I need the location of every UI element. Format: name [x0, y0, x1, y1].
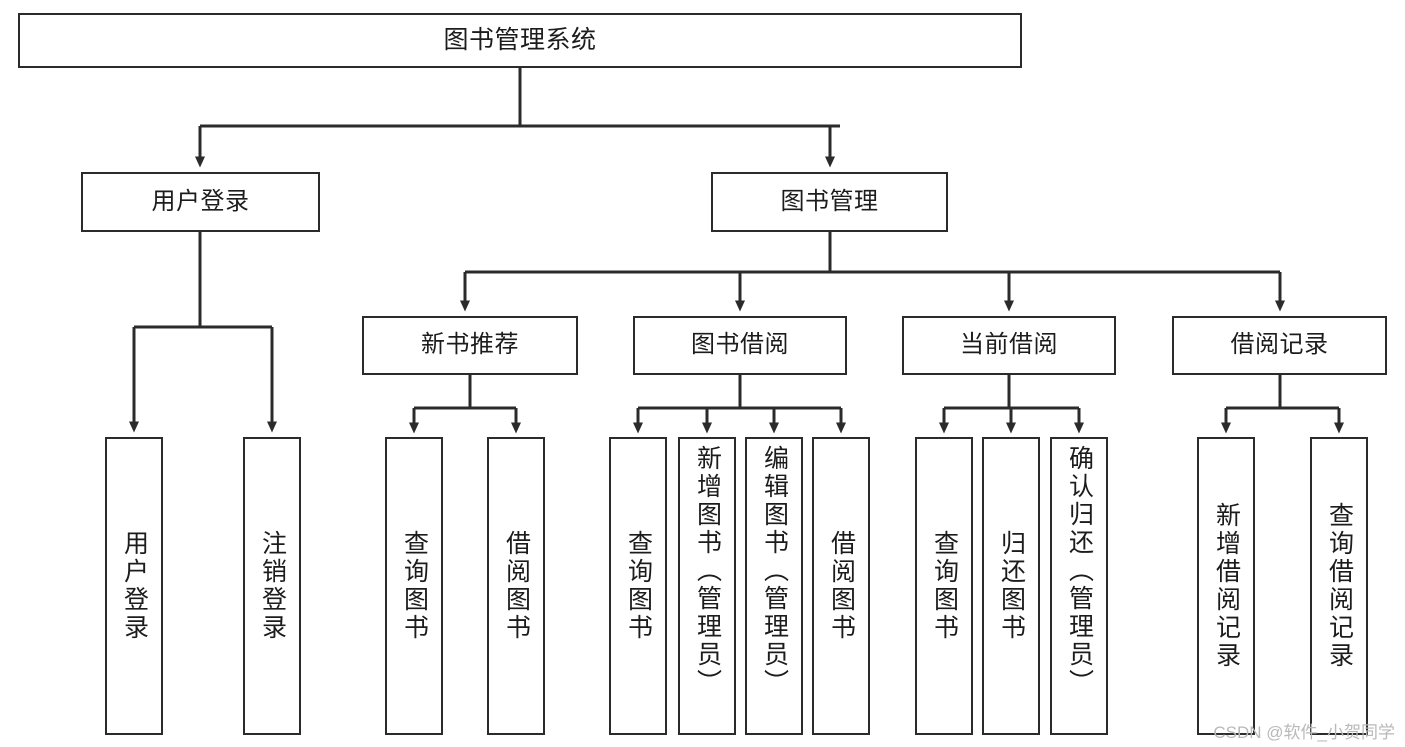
node-new-book-recommendation[interactable]: 新书推荐 [362, 316, 578, 375]
leaf-add-book-admin[interactable]: 新增图书（管理员） [678, 437, 736, 735]
node-label: 图书管理系统 [443, 25, 597, 54]
leaf-edit-book-admin[interactable]: 编辑图书（管理员） [745, 437, 803, 735]
node-label: 用户登录 [151, 187, 250, 215]
node-label: 查询图书 [930, 530, 959, 642]
node-book-borrowing[interactable]: 图书借阅 [633, 316, 847, 375]
node-label: 查询图书 [400, 530, 429, 642]
node-label: 新增图书（管理员） [693, 445, 722, 697]
leaf-query-borrowing-record[interactable]: 查询借阅记录 [1310, 437, 1368, 735]
leaf-user-login[interactable]: 用户登录 [105, 437, 163, 735]
node-label: 图书管理 [780, 187, 879, 215]
node-book-management-system[interactable]: 图书管理系统 [18, 13, 1022, 68]
node-label: 确认归还（管理员） [1065, 445, 1094, 697]
node-label: 归还图书 [997, 530, 1026, 642]
node-label: 借阅记录 [1230, 331, 1329, 359]
csdn-watermark: CSDN @软件_小贺同学 [1213, 723, 1395, 742]
node-label: 当前借阅 [960, 331, 1058, 359]
node-label: 编辑图书（管理员） [760, 445, 789, 697]
node-label: 借阅图书 [502, 530, 531, 642]
leaf-add-borrowing-record[interactable]: 新增借阅记录 [1197, 437, 1255, 735]
leaf-borrow-book-recommendation[interactable]: 借阅图书 [487, 437, 545, 735]
node-user-login[interactable]: 用户登录 [81, 172, 320, 232]
node-label: 新增借阅记录 [1212, 502, 1241, 670]
leaf-confirm-return-admin[interactable]: 确认归还（管理员） [1050, 437, 1108, 735]
leaf-query-book-recommendation[interactable]: 查询图书 [385, 437, 443, 735]
leaf-query-book-borrowing[interactable]: 查询图书 [609, 437, 667, 735]
leaf-user-logout[interactable]: 注销登录 [243, 437, 301, 735]
leaf-return-book[interactable]: 归还图书 [982, 437, 1040, 735]
node-book-management[interactable]: 图书管理 [711, 172, 948, 232]
node-label: 借阅图书 [827, 530, 856, 642]
leaf-borrow-book[interactable]: 借阅图书 [812, 437, 870, 735]
node-label: 注销登录 [258, 530, 287, 642]
node-label: 查询借阅记录 [1325, 502, 1354, 670]
leaf-query-book-current[interactable]: 查询图书 [915, 437, 973, 735]
node-current-borrowing[interactable]: 当前借阅 [902, 316, 1116, 375]
node-borrowing-record[interactable]: 借阅记录 [1172, 316, 1387, 375]
node-label: 查询图书 [624, 530, 653, 642]
node-label: 图书借阅 [691, 331, 789, 359]
node-label: 用户登录 [120, 530, 149, 642]
node-label: 新书推荐 [421, 331, 519, 359]
